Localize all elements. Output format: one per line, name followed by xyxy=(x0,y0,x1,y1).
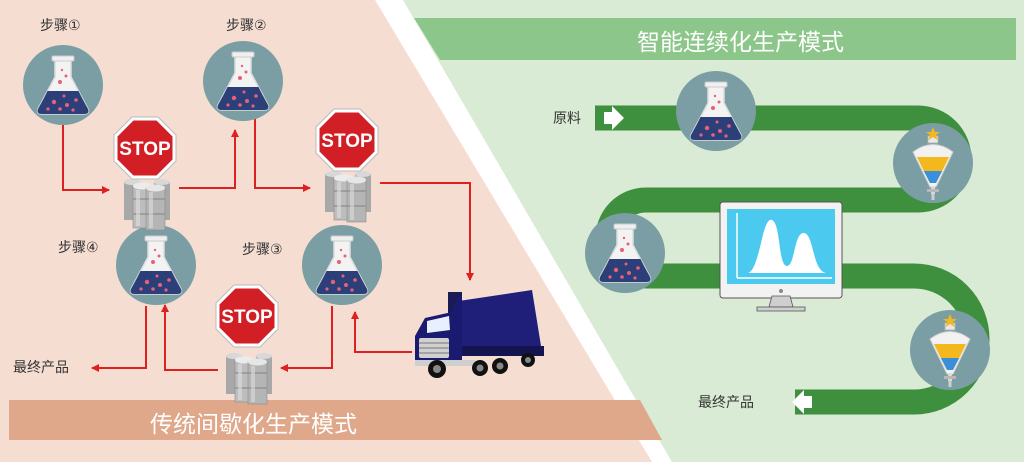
arrow-right-icon xyxy=(604,106,624,130)
stop-sign-text: STOP xyxy=(119,139,171,160)
step-3-label: 步骤③ xyxy=(242,242,283,258)
step-2-label: 步骤② xyxy=(226,18,267,34)
separatory-funnel-icon xyxy=(909,309,991,391)
flask-icon xyxy=(301,224,383,306)
step-4-label: 步骤④ xyxy=(58,240,99,256)
right-title-banner xyxy=(414,18,1016,60)
left-panel-title: 传统间歇化生产模式 xyxy=(150,412,357,438)
stop-sign-icon: STOP xyxy=(315,108,379,172)
right-panel-title: 智能连续化生产模式 xyxy=(637,30,844,56)
right-final-product-label: 最终产品 xyxy=(698,395,754,411)
stop-sign-text: STOP xyxy=(221,307,273,328)
flask-icon xyxy=(115,224,197,306)
flask-icon xyxy=(22,44,104,126)
monitor-chromatogram-icon xyxy=(719,201,843,312)
arrow-left-icon xyxy=(792,390,812,414)
stop-sign-icon: STOP xyxy=(113,116,177,180)
left-title-banner xyxy=(9,400,662,440)
flask-icon xyxy=(675,70,757,152)
flask-icon xyxy=(202,40,284,122)
flask-icon xyxy=(584,212,666,294)
truck-icon xyxy=(415,290,544,378)
left-final-product-label: 最终产品 xyxy=(13,360,69,376)
step-1-label: 步骤① xyxy=(40,18,81,34)
stop-sign-icon: STOP xyxy=(215,284,279,348)
batch-flow-arrows xyxy=(62,118,474,372)
stop-sign-text: STOP xyxy=(321,131,373,152)
raw-material-label: 原料 xyxy=(553,111,581,127)
separatory-funnel-icon xyxy=(892,122,974,204)
